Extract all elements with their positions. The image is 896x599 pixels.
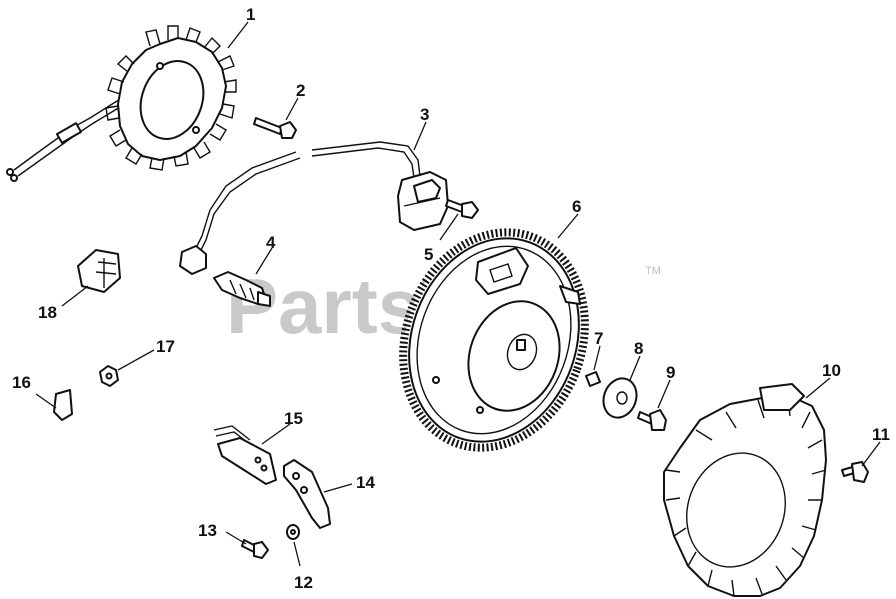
callout-17: 17 bbox=[156, 337, 175, 356]
part-screw-11[interactable] bbox=[841, 461, 869, 483]
callout-14: 14 bbox=[356, 473, 375, 492]
part-washer-8[interactable] bbox=[598, 374, 642, 423]
callout-10: 10 bbox=[822, 361, 841, 380]
part-nut-17[interactable] bbox=[99, 365, 119, 387]
callout-3: 3 bbox=[420, 105, 429, 124]
callout-4: 4 bbox=[266, 233, 276, 252]
part-flywheel[interactable] bbox=[374, 207, 615, 474]
part-screw-5[interactable] bbox=[445, 199, 479, 219]
callout-6: 6 bbox=[572, 197, 581, 216]
part-stator[interactable] bbox=[6, 25, 237, 182]
part-switch-15[interactable] bbox=[213, 425, 277, 485]
callout-18: 18 bbox=[38, 303, 57, 322]
callout-2: 2 bbox=[296, 81, 305, 100]
callout-9: 9 bbox=[666, 363, 675, 382]
callout-16: 16 bbox=[12, 373, 31, 392]
callout-7: 7 bbox=[594, 329, 603, 348]
part-bolt-2[interactable] bbox=[253, 117, 297, 139]
callout-5: 5 bbox=[424, 245, 433, 264]
part-connector-18[interactable] bbox=[77, 249, 121, 293]
leader-lines bbox=[35, 21, 881, 567]
part-blower-fan[interactable] bbox=[663, 383, 827, 597]
watermark-trademark: TM bbox=[645, 265, 661, 277]
part-clip-16[interactable] bbox=[53, 389, 73, 421]
callout-1: 1 bbox=[246, 5, 255, 24]
callout-12: 12 bbox=[294, 573, 313, 592]
callout-15: 15 bbox=[284, 409, 303, 428]
part-washer-12[interactable] bbox=[286, 524, 300, 540]
callout-13: 13 bbox=[198, 521, 217, 540]
part-spark-plug[interactable] bbox=[213, 271, 271, 307]
part-key-7[interactable] bbox=[585, 371, 601, 387]
part-ignition-module[interactable] bbox=[179, 141, 449, 275]
part-screw-13[interactable] bbox=[241, 539, 269, 559]
part-bracket-14[interactable] bbox=[283, 459, 331, 529]
callout-11: 11 bbox=[872, 425, 890, 444]
callout-8: 8 bbox=[634, 339, 643, 358]
part-screw-9[interactable] bbox=[637, 409, 667, 431]
